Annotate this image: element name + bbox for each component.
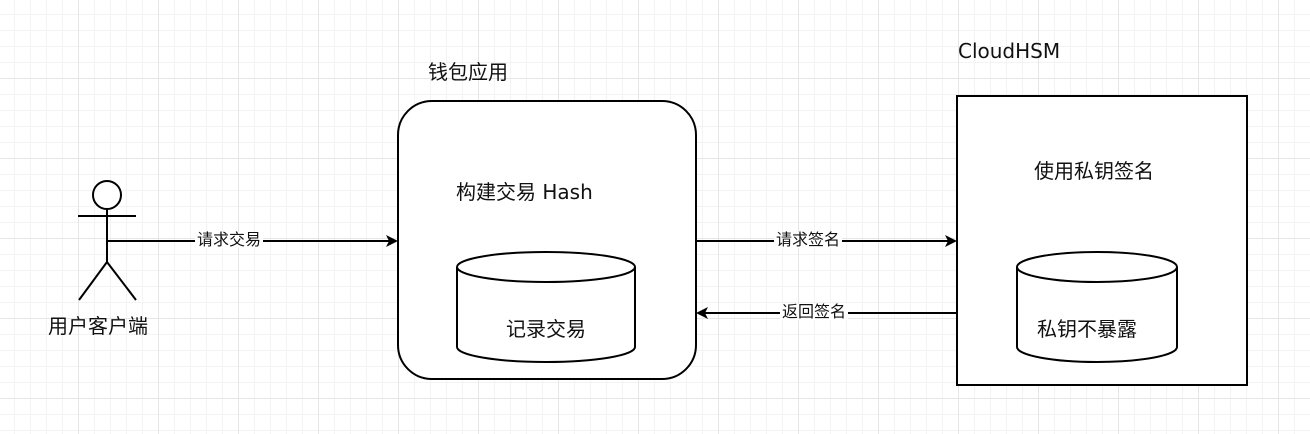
transaction-db-cylinder[interactable] <box>456 251 636 363</box>
build-tx-hash-label: 构建交易 Hash <box>456 180 593 204</box>
private-key-not-exposed-label: 私钥不暴露 <box>1037 317 1137 341</box>
wallet-app-title: 钱包应用 <box>428 60 508 84</box>
cloudhsm-title: CloudHSM <box>958 39 1061 63</box>
user-client-label: 用户客户端 <box>48 314 148 338</box>
request-signature-label: 请求签名 <box>774 230 843 249</box>
user-actor-icon[interactable] <box>78 180 137 301</box>
request-transaction-label: 请求交易 <box>195 230 264 249</box>
sign-with-private-key-label: 使用私钥签名 <box>1034 159 1154 183</box>
private-key-db-cylinder[interactable] <box>1016 251 1178 363</box>
record-transaction-label: 记录交易 <box>506 317 586 341</box>
return-signature-label: 返回签名 <box>780 302 849 321</box>
